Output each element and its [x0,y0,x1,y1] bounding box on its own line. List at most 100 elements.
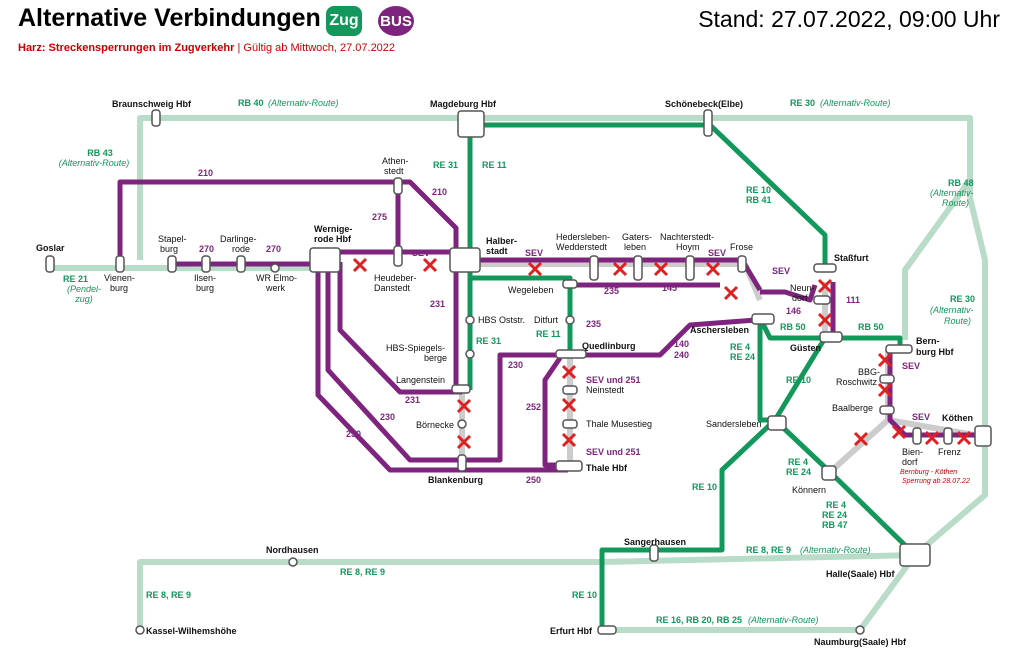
station-marker [565,315,575,325]
line-label: RB 50 [858,322,884,332]
station-marker [465,315,475,325]
bus-label: SEV [902,361,920,371]
bus-label: 145 [662,283,677,293]
closed-x-icon [456,398,472,414]
line-label: zug) [74,294,93,304]
bus-140-240 [575,317,757,358]
station-labels: Braunschweig Hbf Magdeburg Hbf Schönebec… [36,99,973,647]
station-label: Frose [730,242,753,252]
line-label: (Alternativ-Route) [268,98,339,108]
station-label: Stapel- [158,234,187,244]
closed-x-icon [561,432,577,448]
closed-x-icon [891,424,907,440]
route-rb40 [137,115,973,340]
station-marker [309,247,341,273]
line-label: Route) [944,316,971,326]
line-label: RE 8, RE 9 [340,567,385,577]
station-marker [589,255,599,281]
station-marker [879,374,895,384]
bus-230 [325,268,568,463]
bus-label: 252 [526,402,541,412]
closed-x-icon [877,382,893,398]
line-label: RE 16, RB 20, RB 25 [656,615,742,625]
station-label: Wegeleben [508,285,553,295]
station-marker [813,263,837,273]
station-label: Thale Hbf [586,463,628,473]
station-marker [912,427,922,445]
station-marker [151,109,161,127]
bus-label: SEV und 251 [586,375,641,385]
station-marker [449,247,481,273]
bus-badge: BUS [378,6,414,36]
station-marker [943,427,953,445]
station-marker [270,263,280,273]
station-label: Langenstein [396,375,445,385]
station-label: Aschersleben [690,325,749,335]
station-marker [115,255,125,273]
line-label: RE 4 [826,500,846,510]
station-label: Magdeburg Hbf [430,99,497,109]
station-marker [885,344,913,354]
bus-label: 270 [266,244,281,254]
bus-label: 231 [430,299,445,309]
station-label: Thale Musestieg [586,419,652,429]
bus-label: SEV [708,248,726,258]
station-label: Börnecke [416,420,454,430]
station-label: stadt [486,246,508,256]
bus-label: SEV und 251 [586,447,641,457]
station-marker [393,177,403,195]
station-marker [393,245,403,267]
line-label: RB 50 [780,322,806,332]
closed-x-icon [705,261,721,277]
station-marker [135,625,145,635]
bus-label: SEV [412,248,430,258]
page-title: Alternative Verbindungen [18,4,321,32]
station-label: Sangerhausen [624,537,686,547]
station-label: WR Elmo- [256,273,297,283]
station-label: rode [232,244,250,254]
station-label: stedt [384,166,404,176]
closure-note: Bernburg - Köthen Sperrung ab 28.07.22 [900,469,970,485]
station-marker [813,295,831,305]
line-label: RE 10 [746,185,771,195]
line-label: RE 21 [63,274,88,284]
station-marker [899,543,931,567]
status-timestamp: Stand: 27.07.2022, 09:00 Uhr [698,6,1000,32]
bus-label: 230 [508,360,523,370]
line-label: RE 30 [950,294,975,304]
station-marker [555,349,587,359]
closed-x-icon [422,257,438,273]
line-label: RE 10 [692,482,717,492]
station-label: Nordhausen [266,545,319,555]
station-marker [555,460,583,472]
closed-x-icon [817,312,833,328]
bus-210 [117,179,459,262]
subtitle-validity: Gültig ab Mittwoch, 27.07.2022 [243,42,396,54]
route-re30-right [913,197,988,558]
closed-x-icon [877,352,893,368]
line-label: (Alternativ- [930,305,974,315]
station-label: Hoym [676,242,700,252]
station-marker [751,313,775,325]
station-marker [879,405,895,415]
station-marker [457,454,467,472]
line-label: (Pendel- [67,284,101,294]
station-label: Neun- [790,283,815,293]
closure-note-line: Sperrung ab 28.07.22 [902,478,970,485]
line-label: (Alternativ-Route) [59,158,130,168]
bus-label: 240 [674,350,689,360]
line-label: (Alternativ-Route) [820,98,891,108]
line-label: RB 43 [87,148,113,158]
station-label: Köthen [942,413,973,423]
closed-x-icon [653,261,669,277]
train-routes [467,122,917,632]
bus-label: 140 [674,339,689,349]
closed-x-icon [723,285,739,301]
station-label: Güsten [790,343,821,353]
station-marker [201,255,211,273]
closed-x-icon [352,257,368,273]
station-label: Goslar [36,243,65,253]
line-label: RE 4 [788,457,808,467]
station-marker [288,557,298,567]
station-label: Braunschweig Hbf [112,99,192,109]
